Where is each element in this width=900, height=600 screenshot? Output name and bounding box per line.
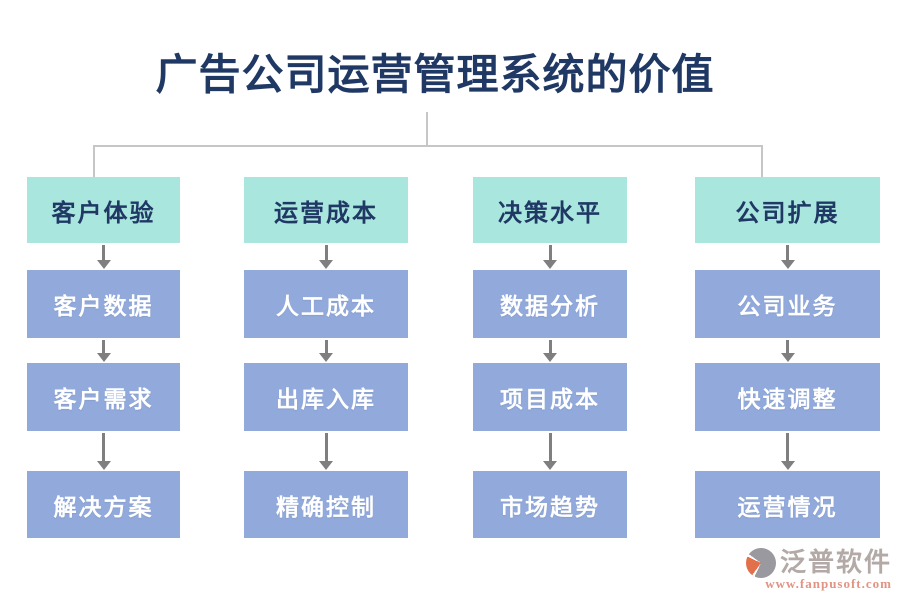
vendor-logo-row: 泛普软件: [745, 548, 892, 578]
connector-left-drop: [93, 145, 95, 178]
child-box: 数据分析: [473, 270, 627, 338]
child-box: 项目成本: [473, 363, 627, 431]
column-company-expansion: 公司扩展 公司业务 快速调整 运营情况: [695, 0, 880, 600]
down-arrow-icon: [96, 245, 111, 269]
down-arrow-icon: [543, 433, 557, 470]
down-arrow-icon: [543, 340, 557, 362]
header-box: 公司扩展: [695, 177, 880, 243]
vendor-url: www.fanpusoft.com: [765, 576, 892, 591]
child-box: 出库入库: [244, 363, 408, 431]
child-box: 客户需求: [27, 363, 180, 431]
header-box: 决策水平: [473, 177, 627, 243]
down-arrow-icon: [780, 433, 795, 470]
down-arrow-icon: [780, 340, 795, 362]
child-box: 人工成本: [244, 270, 408, 338]
page-title: 广告公司运营管理系统的价值: [155, 53, 715, 99]
child-box: 快速调整: [695, 363, 880, 431]
down-arrow-icon: [780, 245, 795, 269]
down-arrow-icon: [96, 433, 111, 470]
down-arrow-icon: [96, 340, 111, 362]
child-box: 客户数据: [27, 270, 180, 338]
vendor-name: 泛普软件: [779, 548, 892, 577]
child-box: 市场趋势: [473, 471, 627, 538]
down-arrow-icon: [543, 245, 557, 269]
down-arrow-icon: [319, 340, 333, 362]
connector-title-drop: [426, 112, 428, 146]
column-decision-level: 决策水平 数据分析 项目成本 市场趋势: [473, 0, 627, 600]
header-box: 运营成本: [244, 177, 408, 243]
connector-horizontal-bar: [93, 145, 763, 147]
child-box: 公司业务: [695, 270, 880, 338]
vendor-watermark: 泛普软件 www.fanpusoft.com: [745, 548, 892, 592]
down-arrow-icon: [319, 433, 333, 470]
down-arrow-icon: [319, 245, 333, 269]
child-box: 运营情况: [695, 471, 880, 538]
child-box: 精确控制: [244, 471, 408, 538]
column-customer-experience: 客户体验 客户数据 客户需求 解决方案: [27, 0, 180, 600]
header-box: 客户体验: [27, 177, 180, 243]
child-box: 解决方案: [27, 471, 180, 538]
fanpu-logo-icon: [745, 548, 776, 578]
connector-right-drop: [761, 145, 763, 178]
column-operating-cost: 运营成本 人工成本 出库入库 精确控制: [244, 0, 408, 600]
